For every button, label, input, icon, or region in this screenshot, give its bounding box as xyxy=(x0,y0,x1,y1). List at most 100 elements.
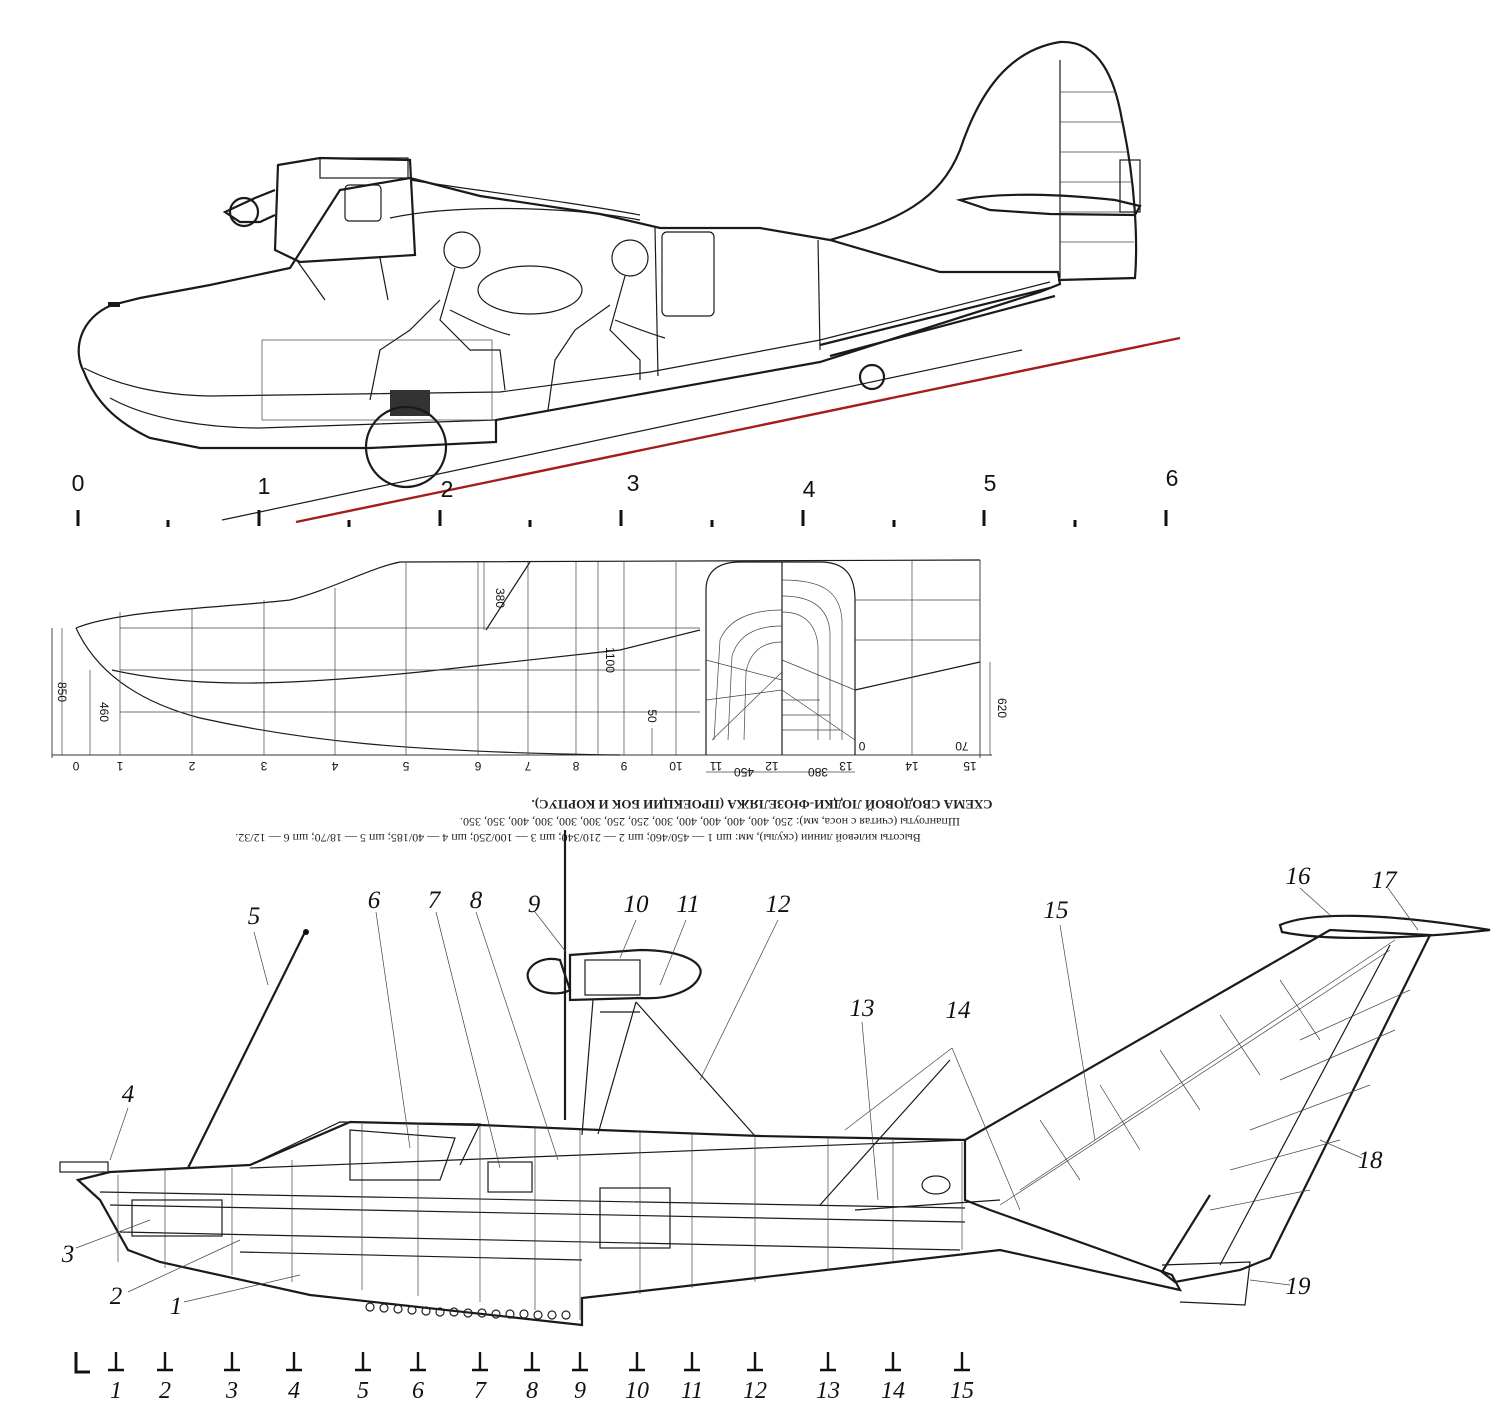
dim-0: 0 xyxy=(858,739,865,753)
station-lines xyxy=(119,560,913,755)
scale-label-4: 4 xyxy=(803,476,816,502)
scale-label-0: 0 xyxy=(72,470,85,496)
frame-label-6: 6 xyxy=(412,1378,424,1404)
station-label-12: 12 xyxy=(765,759,779,773)
dim-620: 620 xyxy=(995,698,1009,718)
frame-label-2: 2 xyxy=(159,1378,171,1404)
callout-labels: 1 2 3 4 5 6 7 8 9 10 11 12 13 14 15 16 1… xyxy=(61,863,1398,1320)
dim-70: 70 xyxy=(955,739,969,753)
callout-13: 13 xyxy=(850,995,875,1022)
cabin-door xyxy=(661,231,715,317)
lines-drawing-caption: СХЕМА СВОДОВОЙ ЛОДКИ-ФЮЗЕЛЯЖА (ПРОЕКЦИИ … xyxy=(235,797,992,845)
station-label-2: 2 xyxy=(188,759,195,773)
hull-lines-drawing: 380 1100 850 460 50 620 450 380 70 0 0 1… xyxy=(51,559,1009,779)
instrument-area xyxy=(261,339,493,421)
callout-15: 15 xyxy=(1044,897,1069,924)
callout-2: 2 xyxy=(110,1283,123,1310)
frame-label-12: 12 xyxy=(743,1378,767,1404)
frame-label-10: 10 xyxy=(625,1378,649,1404)
fin-ribs xyxy=(999,939,1411,1211)
hull-frames xyxy=(117,1124,963,1320)
callout-19: 19 xyxy=(1286,1273,1312,1300)
dim-380-bottom: 380 xyxy=(808,765,828,779)
callout-16: 16 xyxy=(1286,863,1312,890)
callout-1: 1 xyxy=(170,1293,183,1320)
longerons xyxy=(99,1139,966,1261)
caption-line-1: Шпангоуты (считая с носа, мм): 250, 400,… xyxy=(460,815,960,829)
hull-keel-line xyxy=(109,397,497,429)
waterline xyxy=(295,336,1181,524)
structure-fin xyxy=(964,928,1432,1284)
station-label-14: 14 xyxy=(905,759,919,773)
scale-label-3: 3 xyxy=(627,470,640,496)
station-label-9: 9 xyxy=(620,759,627,773)
body-plan-sections xyxy=(705,579,856,741)
callout-4: 4 xyxy=(122,1081,135,1108)
dim-1100: 1100 xyxy=(603,647,617,673)
bow-fitting xyxy=(59,1161,109,1173)
body-plan-outline xyxy=(705,561,856,755)
frame-label-8: 8 xyxy=(526,1378,538,1404)
fuel-tank xyxy=(599,1187,671,1249)
cabin-canopy xyxy=(389,179,641,221)
station-label-3: 3 xyxy=(260,759,267,773)
dimension-lines xyxy=(61,562,991,773)
scale-label-1: 1 xyxy=(258,473,271,499)
scale-label-2: 2 xyxy=(441,476,454,502)
callout-12: 12 xyxy=(766,891,791,918)
callout-3: 3 xyxy=(61,1241,75,1268)
passenger-figure xyxy=(547,239,666,411)
scale-label-6: 6 xyxy=(1166,465,1179,491)
caption-line-2: Высоты килевой линии (скулы), мм: шп 1 —… xyxy=(235,831,920,845)
frame-label-3: 3 xyxy=(225,1378,238,1404)
callout-11: 11 xyxy=(676,891,699,918)
scale-label-5: 5 xyxy=(984,470,997,496)
deck-line xyxy=(75,559,981,629)
station-label-10: 10 xyxy=(669,759,683,773)
callout-7: 7 xyxy=(428,887,442,914)
tail-wheel-icon xyxy=(858,363,886,391)
main-wheel-icon xyxy=(364,405,448,489)
callout-9: 9 xyxy=(528,891,541,918)
chine-line xyxy=(111,629,701,684)
stabilizer-tip xyxy=(1278,914,1491,940)
rudder-ribs xyxy=(1060,91,1134,243)
keel-line xyxy=(75,627,621,756)
dim-850: 850 xyxy=(55,682,69,702)
callout-leaders xyxy=(75,887,1419,1303)
frame-label-7: 7 xyxy=(474,1378,487,1404)
side-window xyxy=(487,1161,533,1193)
frame-label-9: 9 xyxy=(574,1378,586,1404)
station-label-1: 1 xyxy=(116,759,123,773)
callout-5: 5 xyxy=(248,903,261,930)
station-label-8: 8 xyxy=(572,759,579,773)
frame-label-11: 11 xyxy=(681,1378,703,1404)
callout-8: 8 xyxy=(470,887,483,914)
amphibian-side-view xyxy=(77,40,1181,524)
frame-label-15: 15 xyxy=(950,1378,974,1404)
callout-18: 18 xyxy=(1358,1147,1384,1174)
callout-17: 17 xyxy=(1372,867,1399,894)
frame-label-1: 1 xyxy=(110,1378,122,1404)
frame-label-4: 4 xyxy=(288,1378,300,1404)
dim-50: 50 xyxy=(645,709,659,723)
engine-nacelle xyxy=(222,156,417,301)
vertical-fin xyxy=(829,40,1138,282)
bow-hatch xyxy=(131,1199,223,1237)
tail-boom xyxy=(819,286,1056,358)
station-label-13: 13 xyxy=(839,759,853,773)
callout-10: 10 xyxy=(624,891,650,918)
structure-view xyxy=(59,830,1491,1327)
engine-on-pylon xyxy=(526,830,756,1137)
bow-strut xyxy=(187,929,307,1169)
dim-450: 450 xyxy=(734,765,754,779)
tail-skid xyxy=(1161,1261,1251,1306)
station-label-7: 7 xyxy=(524,759,531,773)
propeller-spinner-icon xyxy=(228,196,260,228)
station-label-11: 11 xyxy=(709,759,722,773)
keel-rivets xyxy=(365,1302,571,1320)
cabin-window xyxy=(477,265,583,315)
frame-marker-l xyxy=(74,1352,90,1374)
structure-hull-outline xyxy=(75,1120,1183,1327)
